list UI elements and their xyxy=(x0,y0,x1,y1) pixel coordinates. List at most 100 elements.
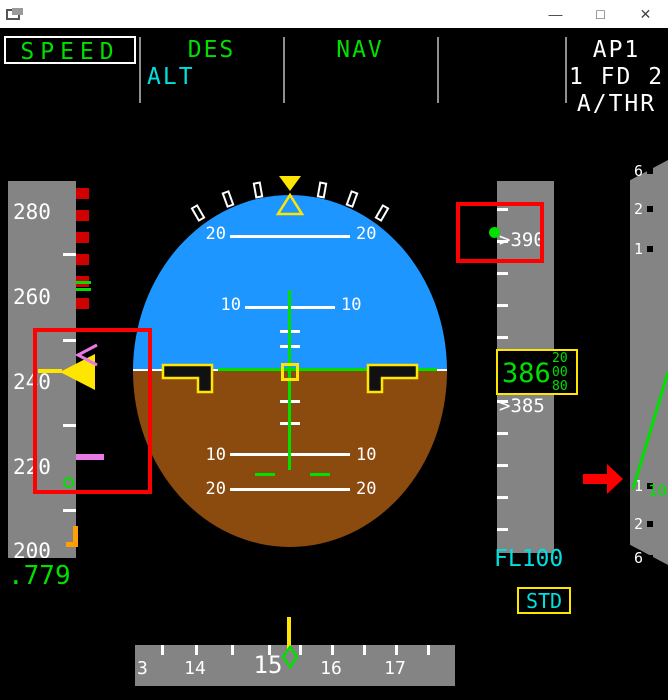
tick-mark xyxy=(497,336,508,339)
pitch-label: 20 xyxy=(356,479,377,499)
minimize-button[interactable]: — xyxy=(548,6,563,22)
attitude-indicator: 20 20 10 10 10 10 20 20 xyxy=(133,195,447,547)
speed-label: 220 xyxy=(13,455,51,479)
heading-label: 16 xyxy=(320,658,342,679)
tick-mark xyxy=(268,645,271,655)
annotation-box-altitude xyxy=(456,202,544,263)
altitude-drum-digit: 00 xyxy=(552,365,568,380)
fma-speed-mode: SPEED xyxy=(4,36,136,65)
vs-scale-tick xyxy=(647,206,654,212)
titlebar: — □ ✕ xyxy=(0,0,668,28)
tick-mark xyxy=(63,253,76,256)
pitch-label: 10 xyxy=(341,295,362,315)
vs-scale-tick xyxy=(647,555,654,561)
pitch-label: 10 xyxy=(356,445,377,465)
pitch-label: 10 xyxy=(220,295,241,315)
heading-lubber-line xyxy=(287,617,291,650)
vertical-speed-scale xyxy=(630,160,668,565)
window-controls: — □ ✕ xyxy=(533,0,668,28)
vs-readout: 10 xyxy=(648,481,668,500)
pitch-label: 20 xyxy=(205,224,226,244)
fma-separator xyxy=(283,37,285,103)
fma-vertical-active: DES xyxy=(187,37,236,63)
vs-scale-label: 2 xyxy=(634,515,644,533)
altitude-label: >385 xyxy=(499,395,545,417)
altitude-window: 386 20 00 80 xyxy=(496,349,578,395)
tick-mark xyxy=(63,424,76,427)
tick-mark xyxy=(195,645,198,655)
heading-label: 17 xyxy=(384,658,406,679)
altitude-label: >390 xyxy=(499,229,545,251)
baro-reference: STD xyxy=(517,587,571,614)
pitch-line-down20 xyxy=(230,488,350,491)
pitch-label: 20 xyxy=(356,224,377,244)
mach-readout: .779 xyxy=(8,561,71,591)
vs-scale-tick xyxy=(647,168,654,174)
vs-scale-tick xyxy=(647,521,654,527)
tick-mark xyxy=(497,304,508,307)
track-mark xyxy=(255,473,275,476)
altitude-hundreds: 386 xyxy=(502,358,551,389)
fma-separator xyxy=(565,37,567,103)
vs-scale-label: 1 xyxy=(634,240,644,258)
side-mark xyxy=(135,286,149,289)
maximize-button[interactable]: □ xyxy=(596,6,605,22)
altitude-drum-digit: 20 xyxy=(552,351,568,366)
tick-mark xyxy=(497,240,508,243)
side-mark xyxy=(431,286,445,289)
tick-mark xyxy=(497,432,508,435)
tick-mark xyxy=(161,645,164,655)
fma-lateral-active: NAV xyxy=(336,37,384,63)
heading-label: 3 xyxy=(137,658,148,679)
pitch-line-up20 xyxy=(230,235,350,238)
vs-scale-label: 2 xyxy=(634,200,644,218)
speed-green-mark xyxy=(76,281,91,284)
roll-fixed-index xyxy=(279,176,301,191)
tick-mark xyxy=(231,645,234,655)
vs-scale-row: 1 xyxy=(634,240,654,258)
vs-scale-row: 6 xyxy=(634,549,654,567)
track-mark xyxy=(310,473,330,476)
fma-separator xyxy=(437,37,439,103)
tick-mark xyxy=(395,645,398,655)
speed-label: 200 xyxy=(13,539,51,558)
green-dot-speed xyxy=(63,477,74,488)
fma-fd-status: 1 FD 2 xyxy=(568,64,665,90)
fma-separator xyxy=(139,37,141,103)
tick-mark xyxy=(63,339,76,342)
fd-horizontal-bar xyxy=(218,368,437,371)
speed-label: 280 xyxy=(13,200,51,224)
tick-mark xyxy=(299,645,302,655)
vmax-barber-pole xyxy=(76,188,89,312)
heading-tape: 3 14 15 16 17 xyxy=(135,645,455,686)
tick-mark xyxy=(497,496,508,499)
fma-vertical-armed: ALT xyxy=(147,64,195,90)
altitude-green-dot xyxy=(489,227,500,238)
altitude-drum-digit: 80 xyxy=(552,379,568,394)
close-button[interactable]: ✕ xyxy=(639,5,652,22)
speed-green-mark xyxy=(76,288,91,291)
app-icon xyxy=(6,8,23,20)
vs-scale-label: 6 xyxy=(634,549,644,567)
pitch-label: 20 xyxy=(205,479,226,499)
tick-mark xyxy=(497,464,508,467)
annotation-arrow-shaft xyxy=(583,474,607,484)
tick-mark xyxy=(363,645,366,655)
tick-mark xyxy=(497,528,508,531)
tick-mark xyxy=(497,400,508,403)
speed-label: 260 xyxy=(13,285,51,309)
tick-mark xyxy=(427,645,430,655)
selected-speed-bug xyxy=(76,454,104,460)
vs-scale-row: 6 xyxy=(634,162,654,180)
heading-label: 15 xyxy=(253,651,283,679)
vs-scale-row: 2 xyxy=(634,515,654,533)
annotation-arrow-head xyxy=(607,464,623,494)
vls-mark xyxy=(66,542,78,547)
speed-label: 240 xyxy=(13,370,51,394)
fma-ap-status: AP1 xyxy=(592,37,641,63)
tick-mark xyxy=(63,509,76,512)
fma-athr-status: A/THR xyxy=(576,91,657,117)
vs-scale-label: 6 xyxy=(634,162,644,180)
vs-scale-tick xyxy=(647,246,654,252)
